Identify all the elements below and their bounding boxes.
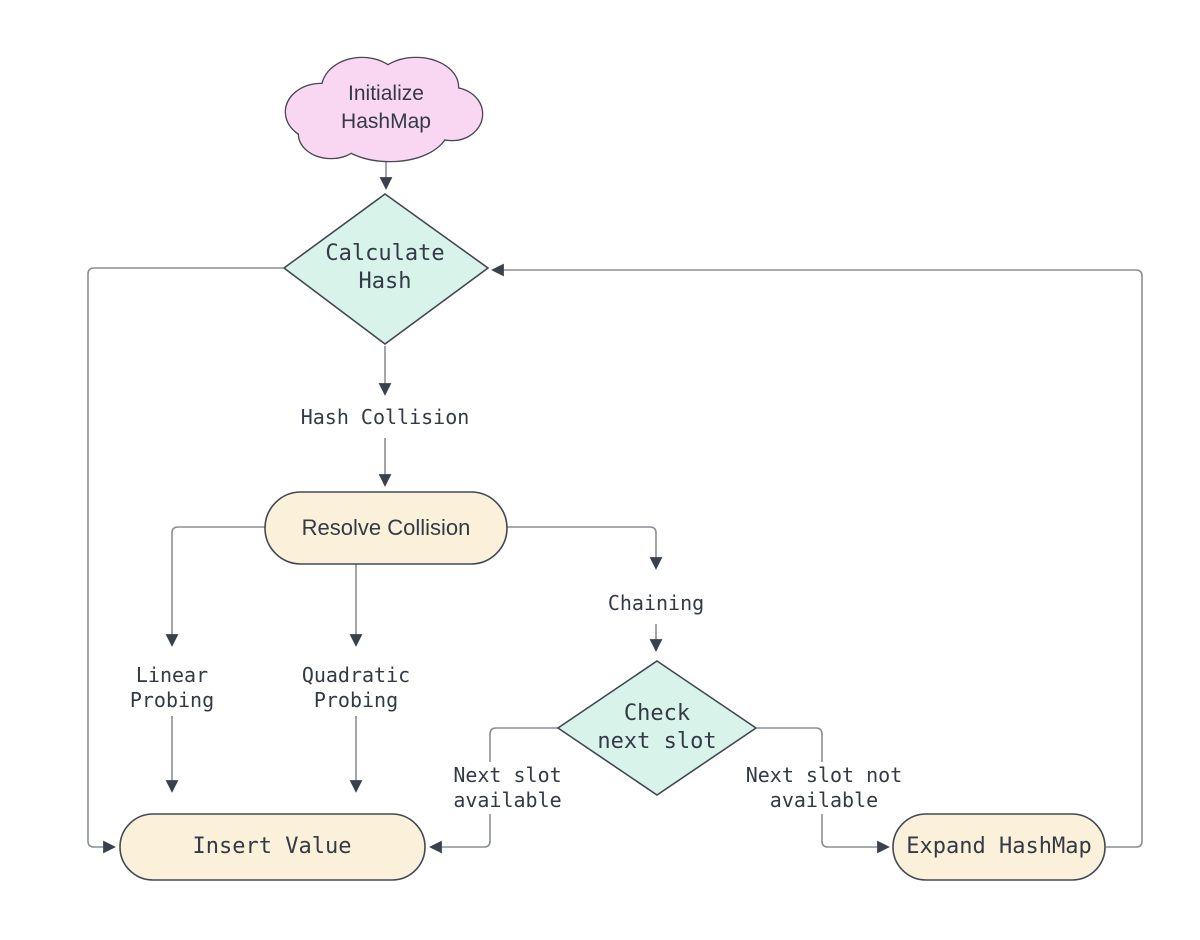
edge-label-next-slot-not-available: Next slot not available: [740, 762, 908, 814]
connector-layer: [87, 162, 1143, 854]
resolve-collision-box-shape: [264, 491, 508, 565]
check-next-slot-diamond-shape: [556, 660, 758, 796]
connector-calculate-to-insert-loop: [87, 267, 283, 854]
node-check-next-slot-label: Check next slot: [597, 700, 717, 754]
edge-label-linear-probing: Linear Probing: [129, 662, 215, 712]
edge-label-hash-collision: Hash Collision: [300, 405, 470, 430]
expand-hashmap-box-shape: [892, 813, 1106, 881]
node-calculate-hash-label: Calculate Hash: [325, 240, 445, 294]
insert-value-box-shape: [119, 813, 426, 881]
node-insert-value-label: Insert Value: [192, 833, 352, 859]
connector-resolve-to-linear-probing: [165, 526, 265, 647]
node-resolve-collision-label: Resolve Collision: [301, 514, 471, 540]
connector-resolve-to-chaining: [507, 526, 663, 570]
node-initialize-hashmap-label: Initialize HashMap: [341, 82, 431, 133]
edge-label-chaining: Chaining: [607, 591, 705, 616]
calculate-hash-diamond-shape: [282, 193, 490, 345]
node-expand-hashmap-label: Expand HashMap: [906, 833, 1092, 859]
edge-label-next-slot-available: Next slot available: [440, 762, 575, 814]
edge-label-quadratic-probing: Quadratic Probing: [301, 662, 411, 712]
connector-expand-to-calculate-loop: [491, 263, 1143, 848]
